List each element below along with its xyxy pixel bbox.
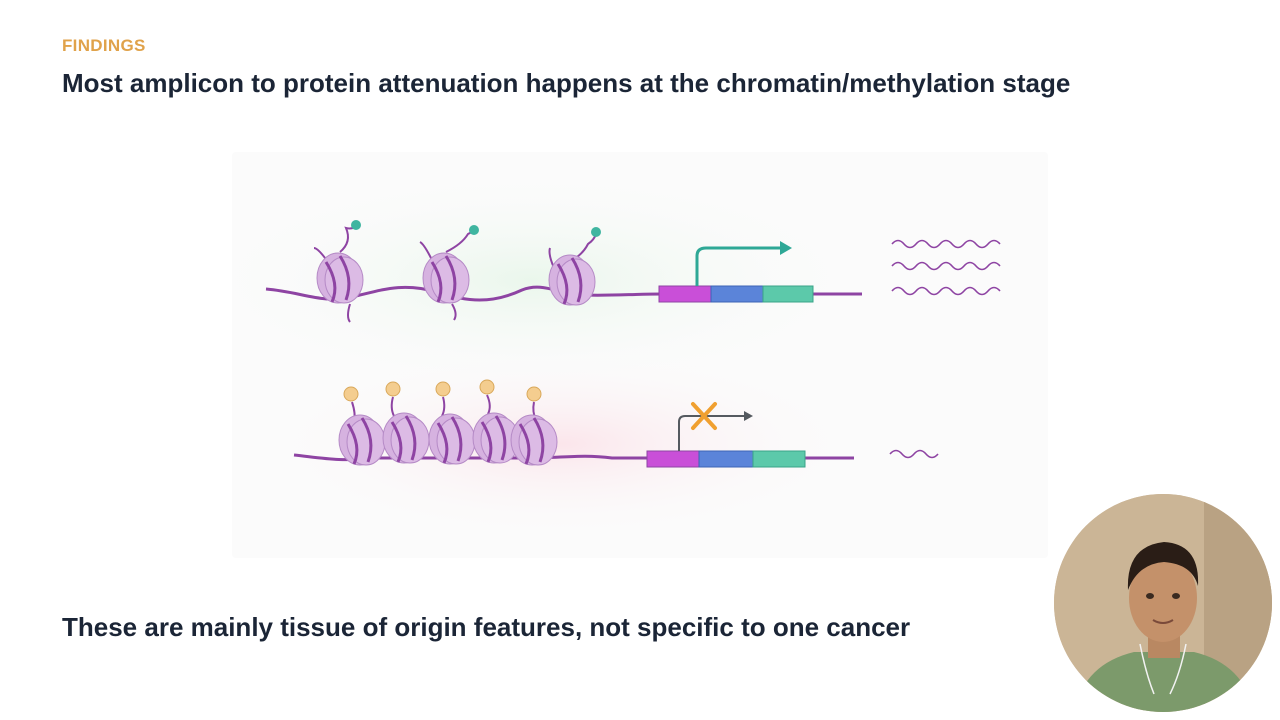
promoter-block — [658, 285, 712, 303]
methylation-beads — [343, 379, 542, 402]
promoter-block — [646, 450, 700, 468]
transcription-arrow-icon — [695, 241, 792, 286]
mrna-wave-icon — [891, 239, 1001, 296]
slide-subtitle: These are mainly tissue of origin featur… — [62, 612, 911, 642]
nucleosome-icon — [337, 411, 559, 467]
exon-block-blue — [710, 285, 764, 303]
exon-block-green — [752, 450, 806, 468]
blocked-transcription-icon — [678, 402, 753, 451]
exon-block-blue — [698, 450, 754, 468]
silenced-glow — [262, 349, 862, 539]
active-chromatin-row — [265, 220, 1001, 323]
presenter-webcam-icon — [1054, 494, 1272, 712]
acetylation-mark-icon — [313, 220, 601, 323]
silenced-chromatin-row — [293, 379, 939, 468]
mrna-wave-icon — [889, 449, 939, 459]
gene-active — [658, 285, 814, 303]
slide-title: Most amplicon to protein attenuation hap… — [62, 68, 1071, 98]
section-label: FINDINGS — [62, 36, 146, 55]
gene-silenced — [646, 450, 806, 468]
exon-block-green — [762, 285, 814, 303]
chromatin-diagram — [232, 152, 1048, 558]
chromatin-diagram-svg — [232, 170, 1001, 539]
